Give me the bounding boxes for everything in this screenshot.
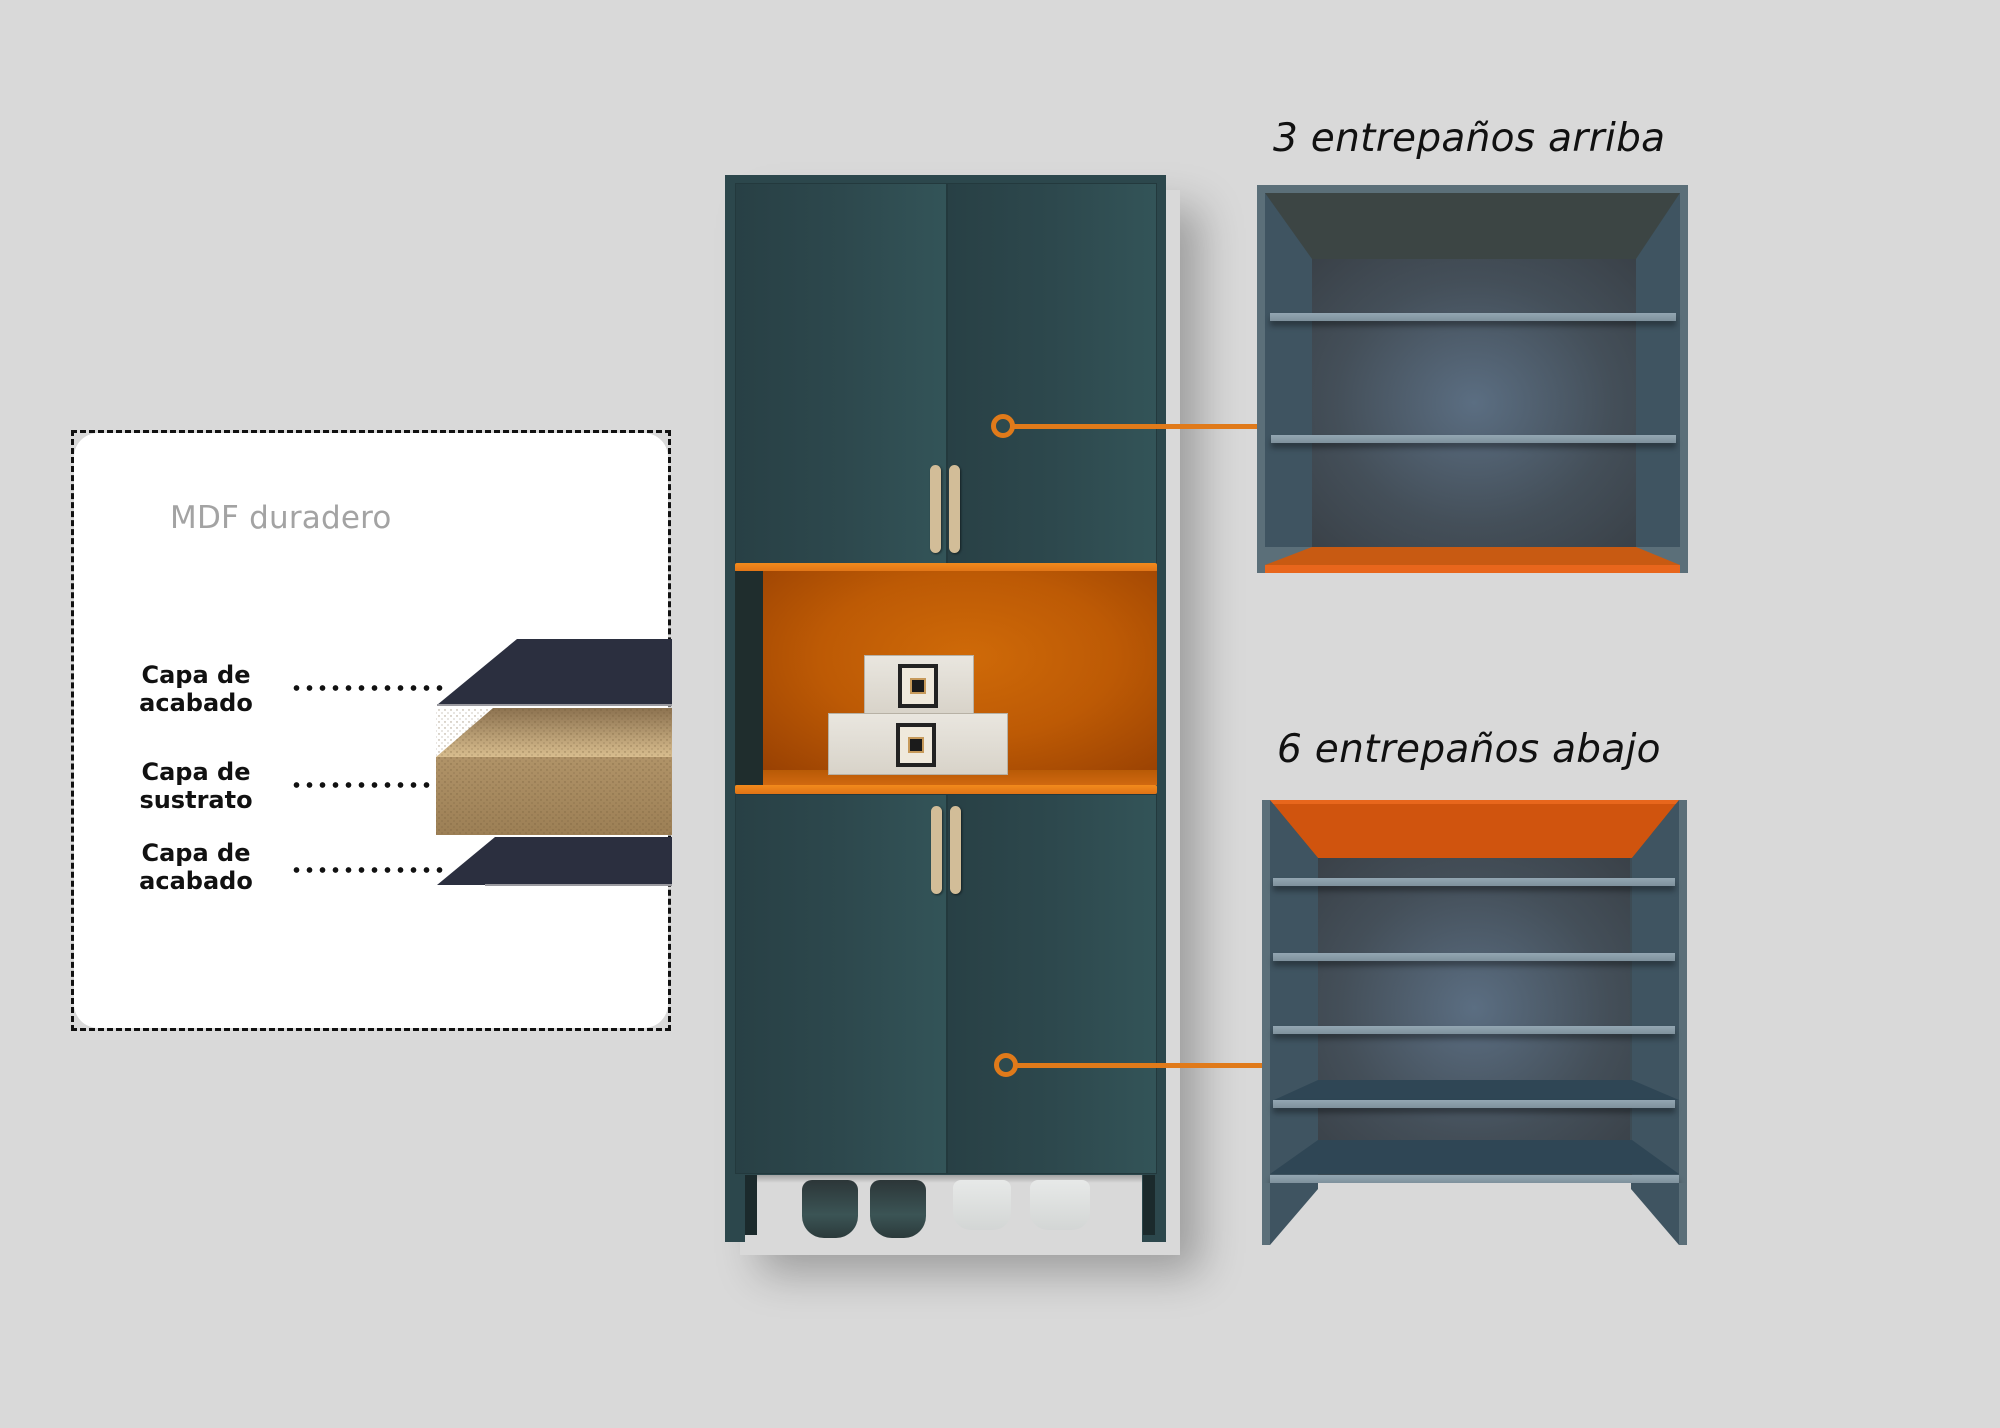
upper-connector-line [1010,424,1260,429]
lower-right-handle[interactable] [950,806,961,894]
kick-shadow [745,1175,1142,1183]
lower-shelf-2 [1273,953,1675,961]
lower-shelf-4-top [1274,1080,1679,1100]
dark-shoe-left [802,1180,858,1238]
lower-shelf-3 [1273,1026,1675,1034]
upper-left-handle[interactable] [930,465,941,553]
layer-label-substrate: Capa de sustrato [121,758,271,814]
niche-side-wall [735,571,763,785]
box-emblem-icon [896,723,936,767]
dotted-leader-middle [290,782,444,788]
upper-shelves-caption: 3 entrepaños arriba [1273,116,1666,161]
lower-shelf-1 [1273,878,1675,886]
niche-bottom-edge [735,785,1157,794]
upper-hotspot-marker-icon[interactable] [991,414,1015,438]
upper-shelf-1 [1270,313,1676,321]
upper-shelf-2 [1271,435,1676,443]
lower-cabinet-perspective [1270,800,1679,1180]
layer-label-bottom-finish: Capa de acabado [121,839,271,895]
layer-label-line: Capa de [141,839,251,867]
lower-hotspot-marker-icon[interactable] [994,1053,1018,1077]
lower-shelf-5 [1270,1175,1679,1183]
dotted-leader-bottom [290,867,444,873]
dotted-leader-top [290,685,444,691]
upper-left-door[interactable] [735,183,947,564]
layer-label-line: acabado [139,689,253,717]
lower-back-panel [1318,858,1630,1158]
upper-cabinet-perspective [1265,193,1680,547]
layer-label-line: Capa de [141,758,251,786]
lower-connector-line [1013,1063,1263,1068]
right-leg-inner [1143,1175,1155,1235]
lower-right-door[interactable] [947,794,1157,1174]
white-shoe-right [1030,1180,1090,1230]
box-emblem-icon [898,664,938,708]
upper-orange-base [1265,547,1680,573]
lower-left-door[interactable] [735,794,947,1174]
layer-label-line: sustrato [139,786,253,814]
lower-left-handle[interactable] [931,806,942,894]
mdf-layers-illustration [436,639,672,886]
niche-top-edge [735,563,1157,572]
upper-right-door[interactable] [947,183,1157,564]
left-leg-inner [745,1175,757,1235]
lower-shelf-4 [1273,1100,1675,1108]
layer-label-line: acabado [139,867,253,895]
decor-box-large [828,713,1008,775]
upper-right-handle[interactable] [949,465,960,553]
decor-box-small [864,655,974,715]
lower-cabinet-legs [1262,1183,1687,1245]
bottom-finish-layer [437,837,672,885]
lower-shelf-5-top [1270,1140,1679,1174]
dark-shoe-right [870,1180,926,1238]
white-shoe-left [953,1180,1011,1230]
layer-label-top-finish: Capa de acabado [121,661,271,717]
mdf-title: MDF duradero [170,500,392,536]
layer-label-line: Capa de [141,661,251,689]
top-finish-layer [437,639,672,705]
lower-shelves-caption: 6 entrepaños abajo [1277,727,1661,772]
upper-back-panel [1312,259,1636,547]
